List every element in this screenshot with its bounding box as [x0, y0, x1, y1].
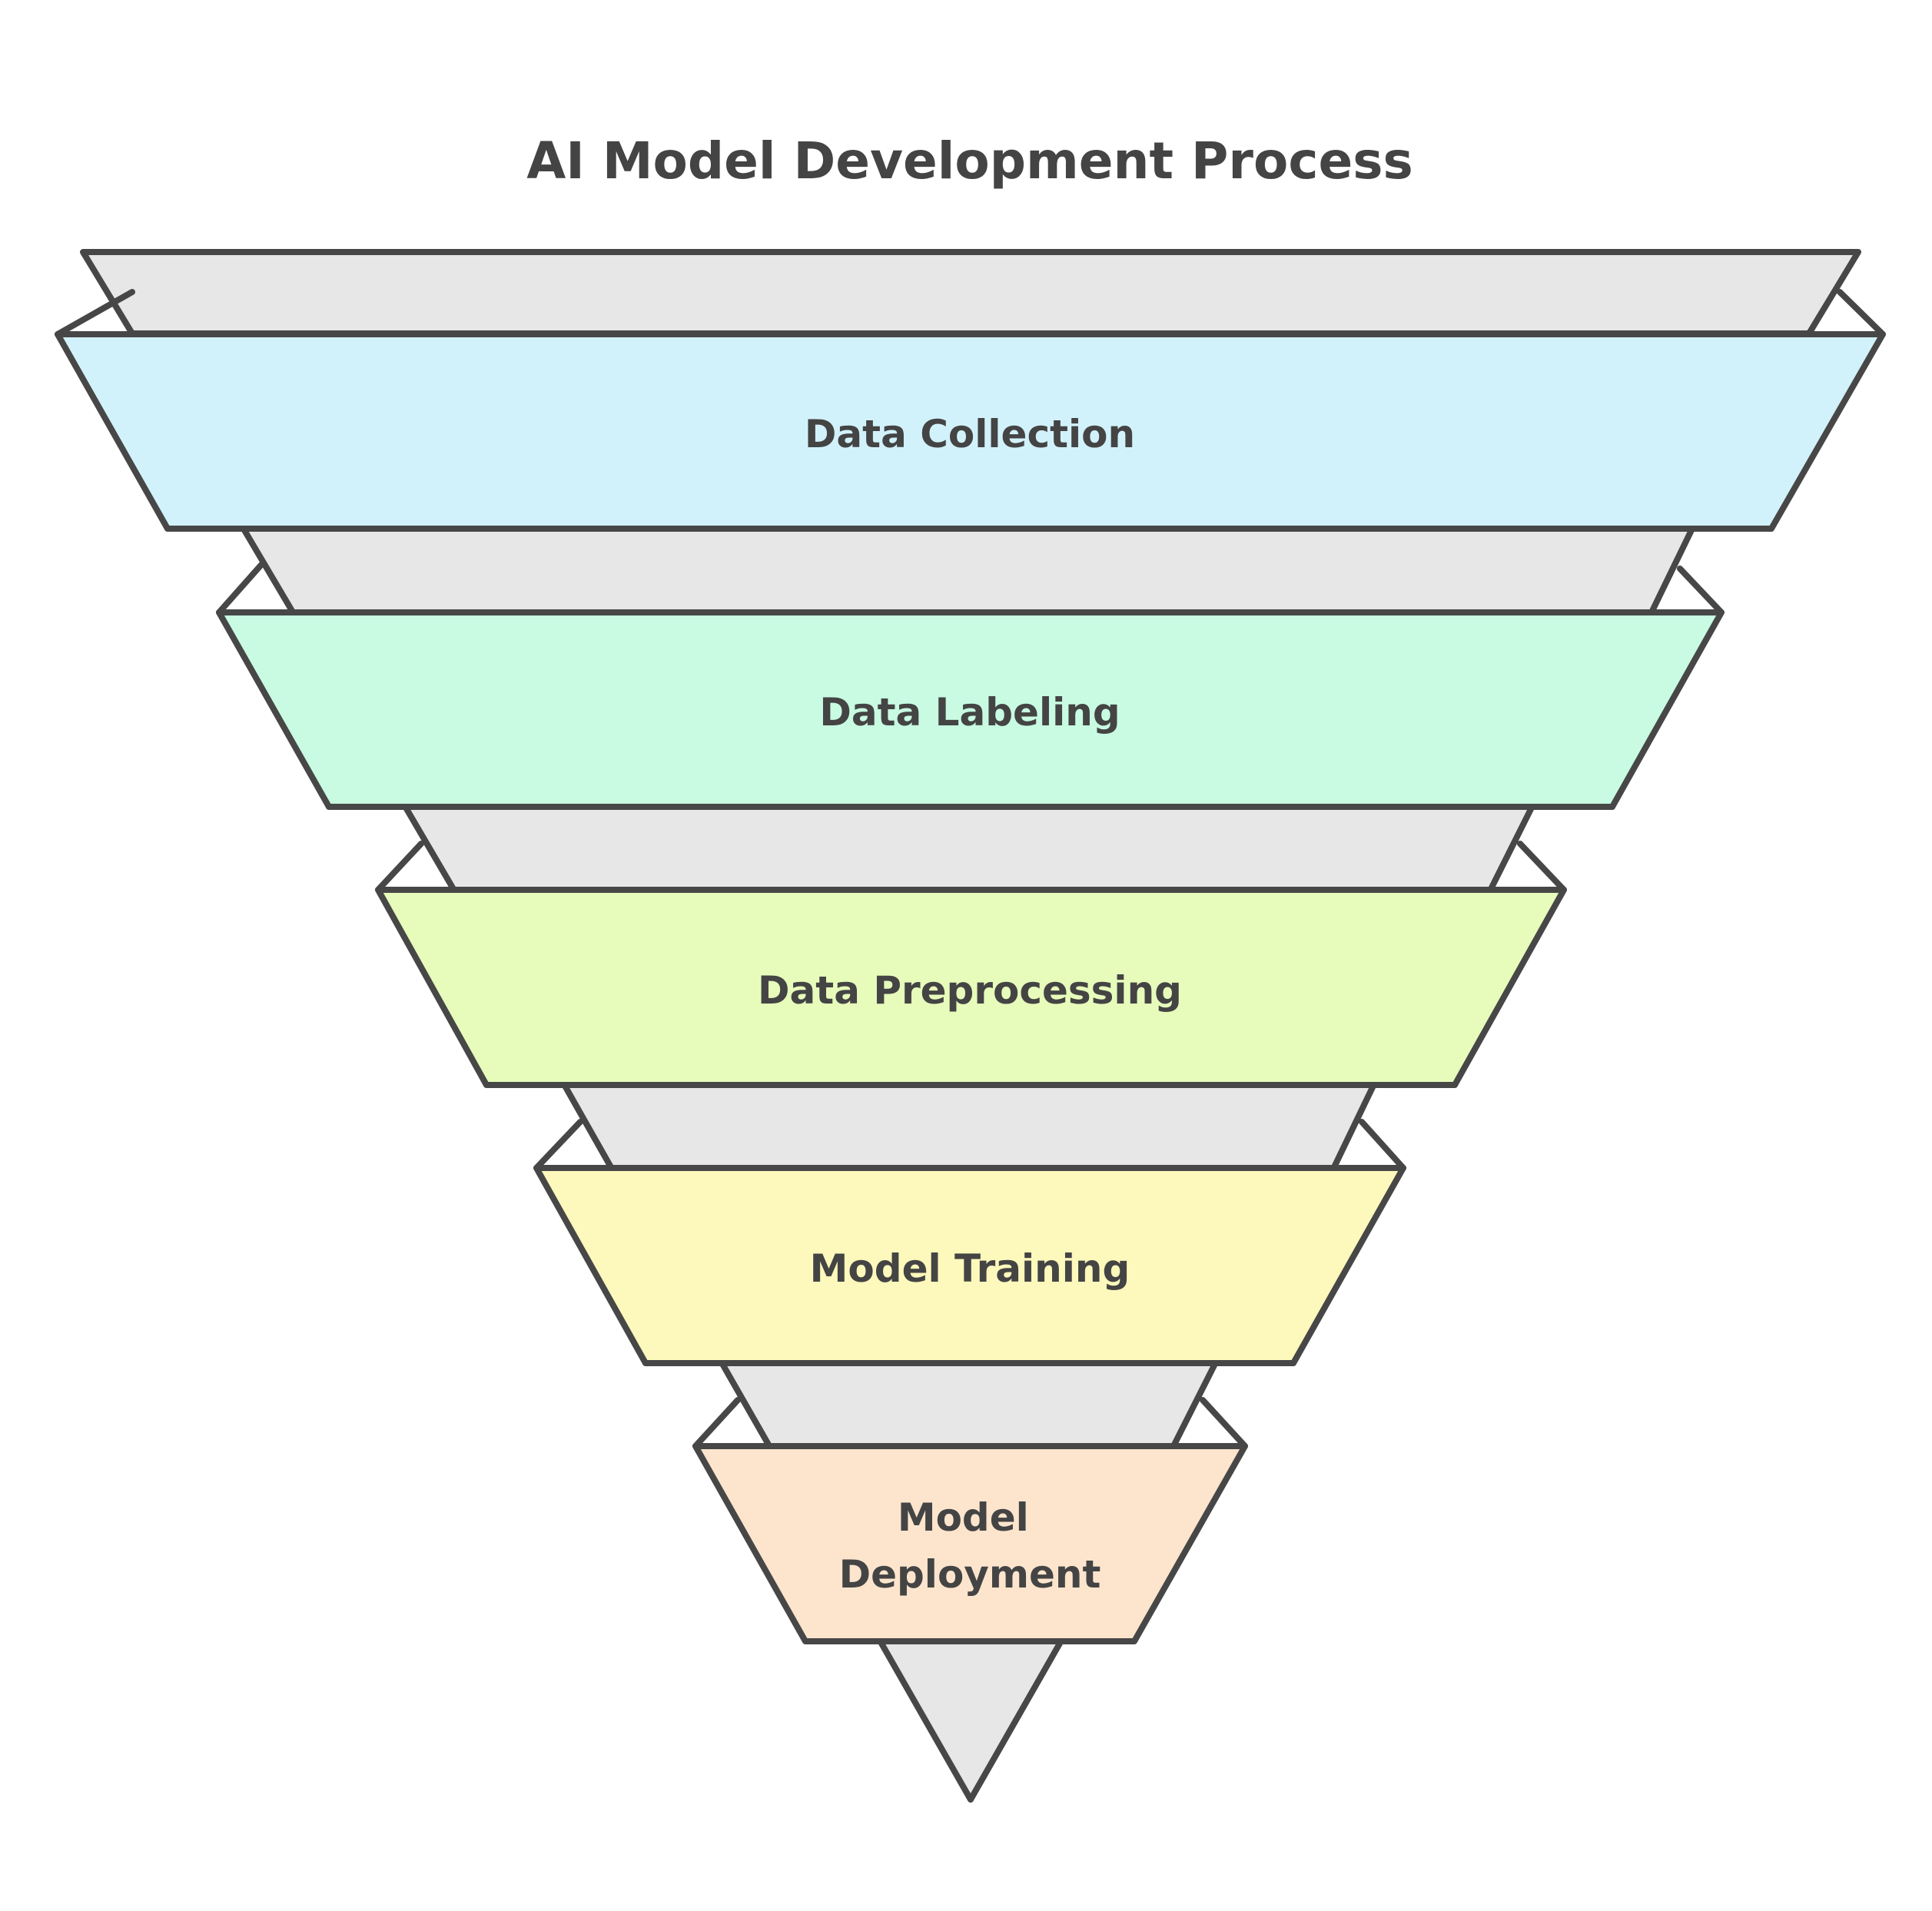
stage-label-model-deployment: Model Deployment: [839, 1495, 1101, 1597]
top-rim-side-right: [1837, 289, 1886, 337]
stage-label-data-labeling: Data Labeling: [819, 690, 1120, 735]
connector-band-4: [722, 1364, 1215, 1445]
top-rim-band: [83, 252, 1858, 333]
stage-label-data-preprocessing: Data Preprocessing: [758, 968, 1182, 1013]
connector-4-left: [719, 1361, 772, 1448]
stage-model-training-outline: [533, 1165, 1406, 1366]
connector-1-side-left: [216, 562, 264, 615]
connector-band-1: [244, 530, 1691, 611]
stage-data-labeling-outline: [216, 609, 1725, 810]
connector-4-side-right: [1200, 1397, 1248, 1449]
connector-3-side-left: [533, 1119, 583, 1171]
funnel-tip: [881, 1642, 1061, 1800]
connector-3-right: [1331, 1083, 1376, 1170]
connector-3-side-right: [1359, 1119, 1406, 1171]
stage-data-labeling: [219, 612, 1721, 807]
connector-2-left: [403, 805, 456, 892]
connector-2-side-right: [1517, 841, 1567, 893]
connector-band-3: [565, 1086, 1373, 1167]
stage-labels: Data Collection Data Labeling Data Prepr…: [758, 412, 1182, 1597]
connector-1-right: [1649, 527, 1695, 614]
stage-model-training: [536, 1168, 1403, 1363]
connector-band-2: [406, 808, 1532, 889]
stage-data-collection: [58, 334, 1883, 529]
connector-3-left: [562, 1083, 614, 1170]
connector-1-side-right: [1677, 566, 1725, 615]
stage-shapes: [58, 334, 1883, 1641]
stage-label-data-collection: Data Collection: [805, 412, 1135, 456]
funnel-outlines: [55, 249, 1886, 1803]
stage-data-collection-outline: [55, 331, 1886, 532]
diagram-title: AI Model Development Process: [526, 131, 1413, 191]
stage-model-deployment-outline: [692, 1443, 1248, 1644]
stage-data-preprocessing: [378, 890, 1564, 1085]
connector-4-right: [1171, 1361, 1218, 1448]
connector-bands: [83, 252, 1858, 1800]
stage-data-preprocessing-outline: [375, 887, 1567, 1088]
top-rim-side-left: [55, 289, 135, 337]
connector-2-side-left: [375, 841, 424, 893]
stage-label-model-training: Model Training: [810, 1246, 1130, 1291]
connector-2-right: [1488, 805, 1535, 892]
funnel-tip-outline: [878, 1639, 1064, 1803]
connector-4-side-left: [692, 1397, 741, 1449]
stage-model-deployment: [695, 1446, 1245, 1641]
connector-1-left: [241, 527, 295, 614]
